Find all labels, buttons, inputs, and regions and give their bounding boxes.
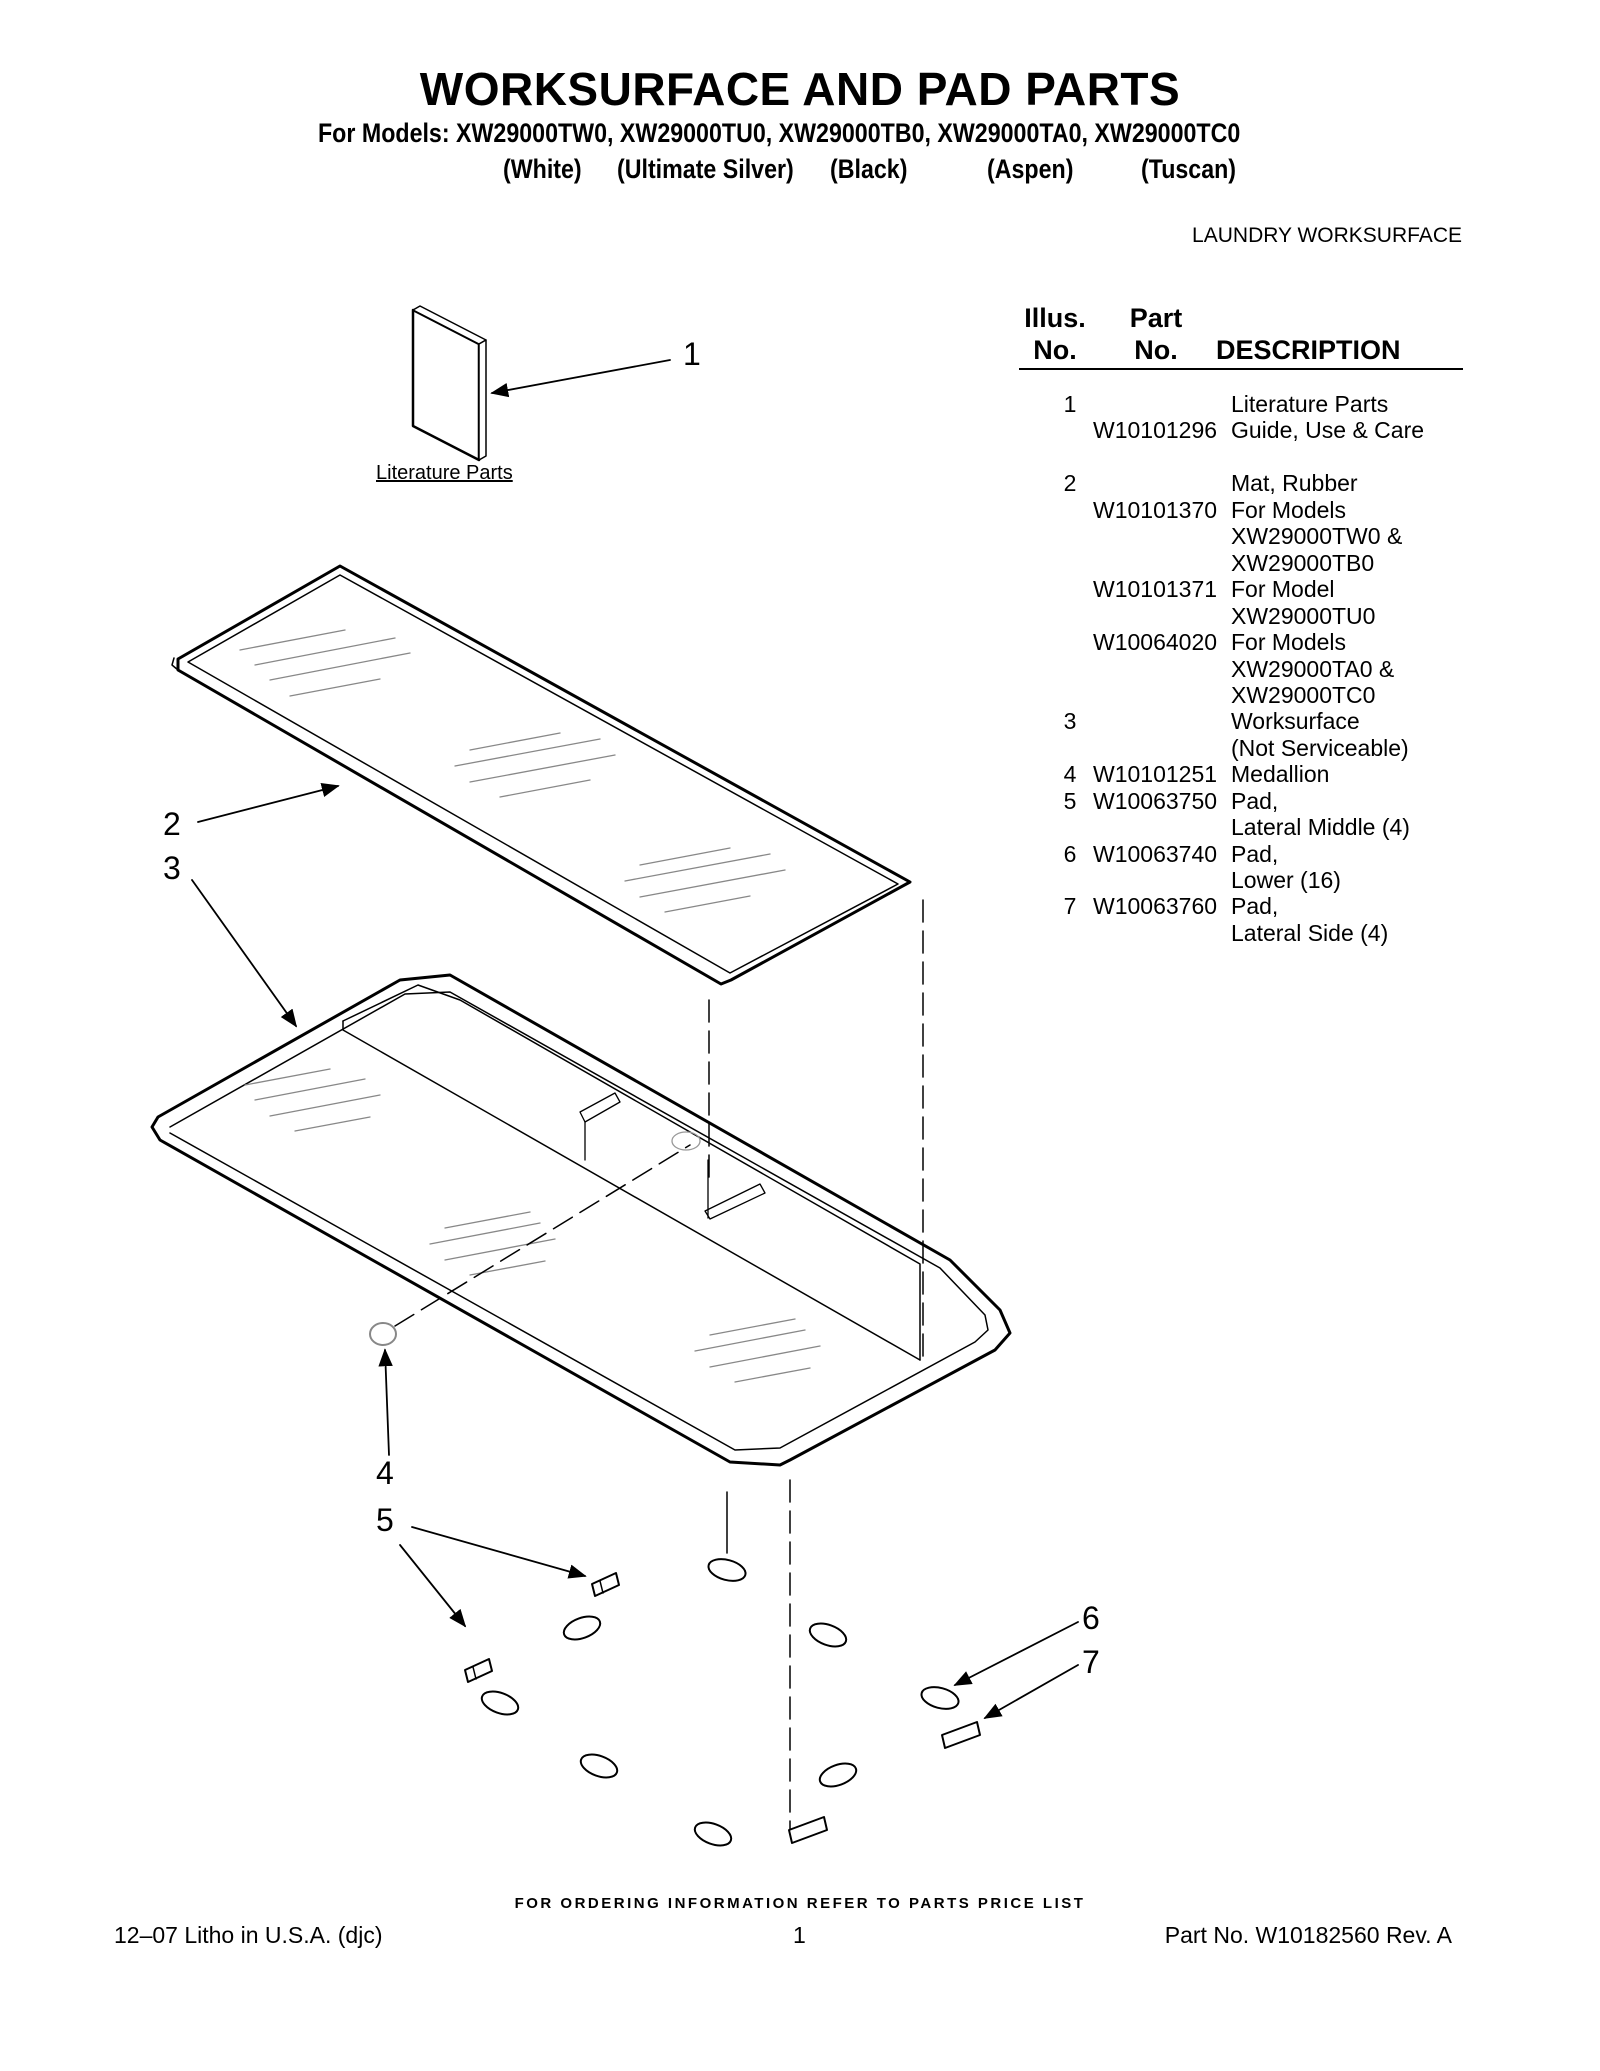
ordering-note: FOR ORDERING INFORMATION REFER TO PARTS … bbox=[514, 1895, 1086, 1912]
row-part-number: W10101370 bbox=[1093, 497, 1218, 523]
worksurface-icon bbox=[150, 973, 1012, 1467]
rubber-mat-icon bbox=[171, 564, 912, 986]
row-description: Pad, bbox=[1231, 788, 1279, 814]
callout-1: 1 bbox=[683, 336, 701, 372]
color-ultimate-silver: (Ultimate Silver) bbox=[617, 154, 794, 184]
row-part-number: W10063740 bbox=[1093, 841, 1218, 867]
row-part-number: W10101371 bbox=[1093, 576, 1218, 602]
row-description: XW29000TB0 bbox=[1231, 550, 1375, 576]
row-description: Lower (16) bbox=[1231, 867, 1341, 893]
row-description: XW29000TC0 bbox=[1231, 682, 1376, 708]
row-description: Pad, bbox=[1231, 841, 1279, 867]
row-illus-number: 3 bbox=[1063, 708, 1077, 734]
row-description: Lateral Side (4) bbox=[1231, 920, 1389, 946]
row-description: For Models bbox=[1231, 629, 1347, 655]
row-description: For Model bbox=[1231, 576, 1335, 602]
color-aspen: (Aspen) bbox=[987, 154, 1074, 184]
color-white: (White) bbox=[503, 154, 582, 184]
row-part-number: W10063760 bbox=[1093, 893, 1218, 919]
category-label: LAUNDRY WORKSURFACE bbox=[1192, 224, 1462, 247]
row-description: Guide, Use & Care bbox=[1231, 417, 1425, 443]
alignment-lines bbox=[394, 899, 924, 1831]
row-part-number: W10101296 bbox=[1093, 417, 1218, 443]
color-black: (Black) bbox=[830, 154, 908, 184]
row-illus-number: 7 bbox=[1063, 893, 1077, 919]
callout-5: 5 bbox=[376, 1502, 394, 1538]
illus-header-line1: Illus. bbox=[1024, 303, 1086, 333]
row-description: (Not Serviceable) bbox=[1231, 735, 1409, 761]
document-part-number: Part No. W10182560 Rev. A bbox=[1164, 1922, 1452, 1948]
illus-header-line2: No. bbox=[1033, 335, 1077, 365]
row-description: Mat, Rubber bbox=[1231, 470, 1358, 496]
row-illus-number: 1 bbox=[1063, 391, 1077, 417]
part-no-header: Part No. bbox=[1118, 302, 1194, 366]
lateral-side-pads bbox=[788, 1721, 981, 1844]
models-line: For Models: XW29000TW0, XW29000TU0, XW29… bbox=[318, 118, 1241, 148]
row-part-number: W10063750 bbox=[1093, 788, 1218, 814]
part-header-line1: Part bbox=[1129, 303, 1183, 333]
description-header: DESCRIPTION bbox=[1216, 335, 1401, 365]
part-header-line2: No. bbox=[1134, 335, 1178, 365]
callout-2: 2 bbox=[163, 806, 181, 842]
row-illus-number: 4 bbox=[1063, 761, 1077, 787]
literature-parts-label: Literature Parts bbox=[376, 462, 513, 484]
row-description: XW29000TU0 bbox=[1231, 603, 1376, 629]
page-number: 1 bbox=[793, 1922, 806, 1948]
lateral-middle-pads bbox=[464, 1572, 620, 1683]
litho-info: 12–07 Litho in U.S.A. (djc) bbox=[114, 1922, 383, 1948]
row-description: For Models bbox=[1231, 497, 1347, 523]
leader-lines bbox=[191, 359, 1079, 1719]
row-description: Medallion bbox=[1231, 761, 1330, 787]
header-rule bbox=[1019, 368, 1463, 370]
row-illus-number: 5 bbox=[1063, 788, 1077, 814]
row-description: Literature Parts bbox=[1231, 391, 1389, 417]
row-part-number: W10064020 bbox=[1093, 629, 1218, 655]
literature-booklet-icon bbox=[411, 305, 487, 462]
callout-7: 7 bbox=[1082, 1644, 1100, 1680]
lower-pads bbox=[480, 1558, 960, 1847]
row-description: Worksurface bbox=[1231, 708, 1360, 734]
row-part-number: W10101251 bbox=[1093, 761, 1218, 787]
medallion-icon bbox=[369, 1322, 397, 1346]
row-description: XW29000TW0 & bbox=[1231, 523, 1403, 549]
color-tuscan: (Tuscan) bbox=[1141, 154, 1237, 184]
row-description: Pad, bbox=[1231, 893, 1279, 919]
illus-no-header: Illus. No. bbox=[1020, 302, 1090, 366]
row-illus-number: 6 bbox=[1063, 841, 1077, 867]
row-description: XW29000TA0 & bbox=[1231, 656, 1395, 682]
row-description: Lateral Middle (4) bbox=[1231, 814, 1410, 840]
callout-6: 6 bbox=[1082, 1600, 1100, 1636]
page-title: WORKSURFACE AND PAD PARTS bbox=[419, 63, 1181, 115]
callout-4: 4 bbox=[376, 1455, 394, 1491]
row-illus-number: 2 bbox=[1063, 470, 1077, 496]
callout-3: 3 bbox=[163, 850, 181, 886]
